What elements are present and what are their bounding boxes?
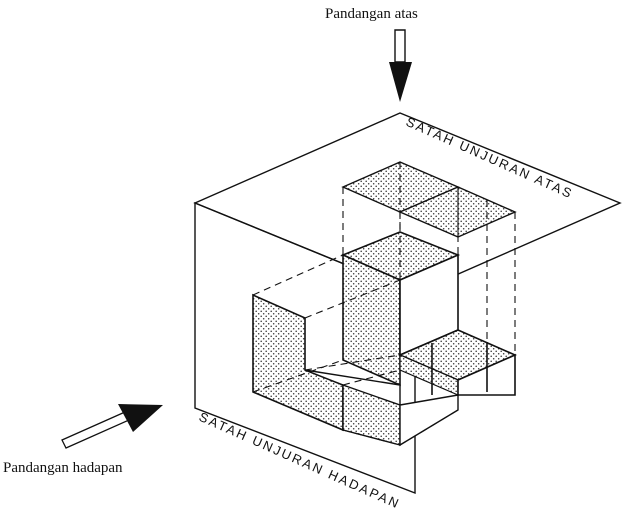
isometric-object: [304, 231, 517, 447]
front-view-arrow: [61, 404, 163, 449]
top-view-arrow: [389, 29, 412, 102]
top-view-label: Pandangan atas: [325, 6, 418, 22]
projection-lines: [252, 162, 516, 446]
front-projection-plane: [194, 201, 416, 495]
top-view-projection: [341, 161, 517, 238]
front-view-projection: [252, 293, 344, 432]
front-view-label: Pandangan hadapan: [3, 460, 123, 476]
